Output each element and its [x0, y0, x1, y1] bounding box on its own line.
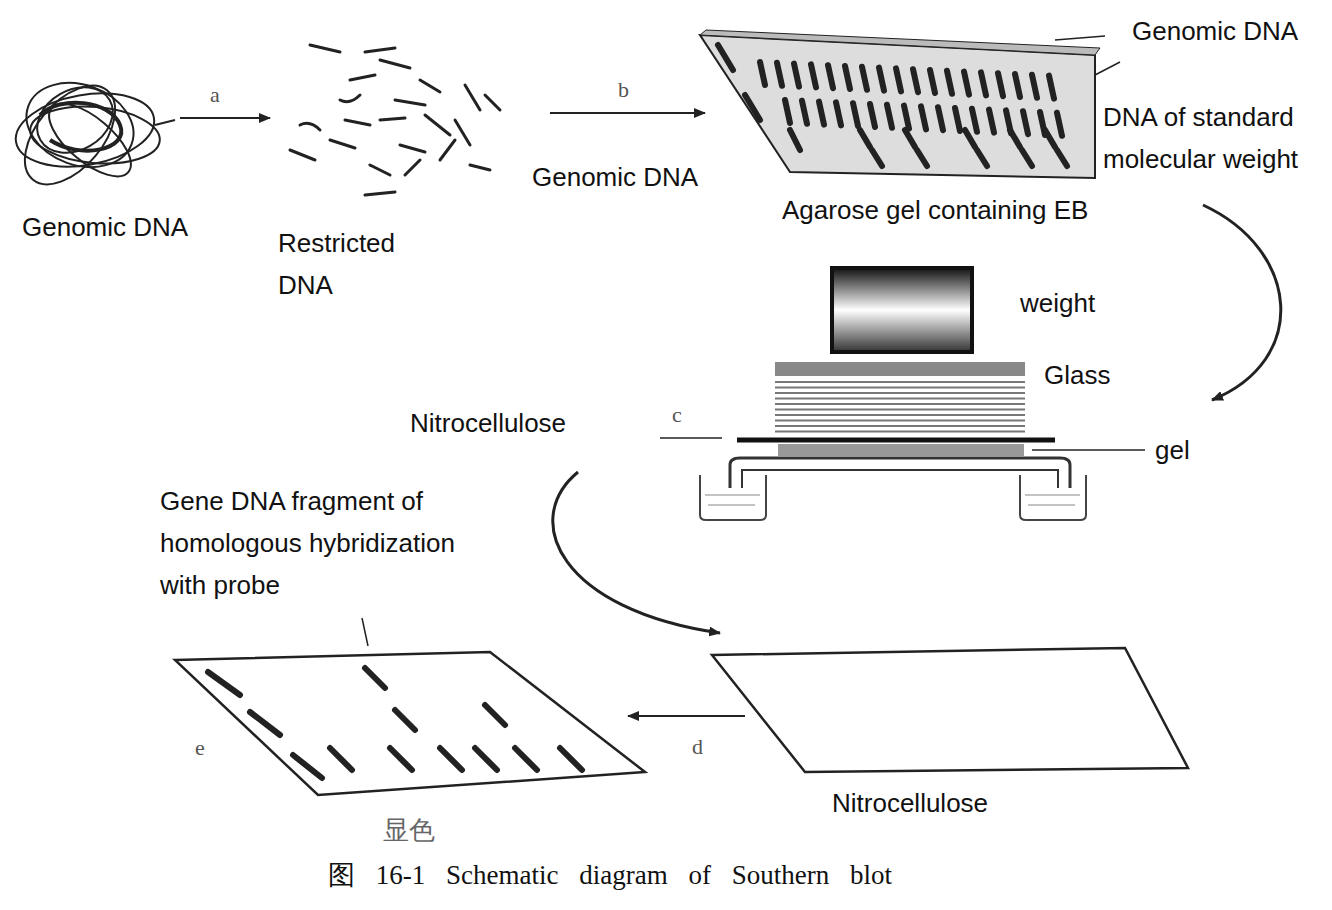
- band: [330, 748, 352, 770]
- part-label: Genomic DNA: [1132, 16, 1298, 46]
- band: [981, 72, 986, 95]
- band: [879, 68, 884, 91]
- agarose-gel: [700, 35, 1095, 178]
- band: [836, 102, 841, 125]
- band: [955, 108, 960, 131]
- band: [365, 668, 385, 688]
- band: [913, 69, 918, 92]
- band: [887, 105, 892, 128]
- band: [853, 103, 858, 126]
- band: [1049, 76, 1054, 99]
- part-label: gel: [1155, 435, 1190, 465]
- band: [560, 748, 582, 770]
- developed-membrane: [175, 652, 645, 795]
- step-letter: e: [195, 733, 205, 763]
- band: [775, 409, 1025, 411]
- band: [972, 109, 977, 132]
- band: [760, 62, 765, 85]
- dna-fragments: [290, 45, 500, 195]
- band: [860, 130, 870, 147]
- band: [775, 431, 1025, 433]
- band: [947, 71, 952, 94]
- band: [250, 712, 280, 735]
- band: [938, 107, 943, 130]
- band: [775, 392, 1025, 394]
- band: [775, 403, 1025, 405]
- band: [930, 70, 935, 93]
- band: [745, 95, 760, 120]
- part-label: DNA of standard molecular weight: [1103, 96, 1328, 180]
- band: [845, 66, 850, 89]
- band: [1057, 150, 1067, 166]
- band: [775, 398, 1025, 400]
- band: [965, 130, 975, 147]
- band: [802, 101, 807, 124]
- band: [785, 100, 790, 123]
- step-letter: d: [692, 732, 703, 762]
- band: [1032, 75, 1037, 98]
- part-label: Agarose gel containing EB: [782, 195, 1088, 225]
- band: [440, 748, 462, 770]
- part-label: Nitrocellulose: [410, 408, 566, 438]
- part-label: 显色: [383, 815, 435, 845]
- band: [1057, 113, 1062, 136]
- band: [1010, 130, 1020, 147]
- band: [1045, 130, 1055, 147]
- band: [921, 106, 926, 129]
- band: [485, 705, 505, 725]
- blot-apparatus: [660, 268, 1145, 520]
- band: [1023, 111, 1028, 134]
- band: [998, 73, 1003, 96]
- band: [515, 748, 537, 770]
- band: [862, 67, 867, 90]
- nitrocellulose-sheet: [712, 648, 1188, 772]
- band: [964, 72, 969, 95]
- band: [872, 150, 882, 166]
- band: [775, 381, 1025, 383]
- part-label: Nitrocellulose: [832, 788, 988, 818]
- part-label: Glass: [1044, 360, 1110, 390]
- band: [1015, 74, 1020, 97]
- band: [293, 755, 322, 778]
- band: [977, 150, 987, 166]
- step-letter: c: [672, 400, 682, 430]
- band: [794, 64, 799, 87]
- band: [1022, 150, 1032, 166]
- band: [905, 130, 915, 147]
- band: [208, 672, 240, 695]
- band: [777, 63, 782, 86]
- band: [775, 420, 1025, 422]
- band: [828, 65, 833, 88]
- part-label: weight: [1020, 288, 1095, 318]
- part-label: Genomic DNA: [532, 162, 698, 192]
- step-letter: a: [210, 80, 220, 110]
- band: [775, 387, 1025, 389]
- band: [775, 425, 1025, 427]
- band: [819, 102, 824, 125]
- dna-tangle: [7, 69, 175, 201]
- band: [775, 414, 1025, 416]
- part-label: Gene DNA fragment of homologous hybridiz…: [160, 480, 490, 606]
- band: [395, 710, 415, 730]
- band: [896, 68, 901, 91]
- band: [475, 748, 497, 770]
- band: [718, 45, 733, 70]
- band: [989, 110, 994, 133]
- band: [790, 130, 800, 150]
- band: [390, 748, 412, 770]
- figure-caption: 图 16-1 Schematic diagram of Southern blo…: [328, 860, 892, 890]
- band: [904, 106, 909, 129]
- band: [811, 64, 816, 87]
- step-letter: b: [618, 75, 629, 105]
- band: [917, 150, 927, 166]
- part-label: Genomic DNA: [22, 212, 188, 242]
- band: [870, 104, 875, 127]
- part-label: Restricted DNA: [278, 222, 428, 306]
